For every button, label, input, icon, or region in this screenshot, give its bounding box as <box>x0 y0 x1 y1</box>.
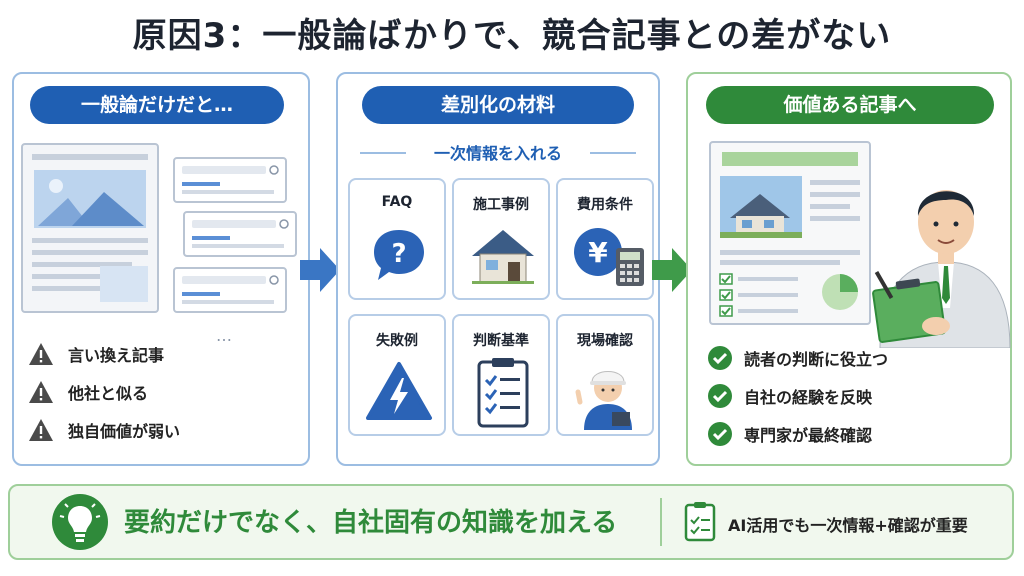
yen-calculator-icon: ¥ <box>574 228 644 286</box>
card-label: 現場確認 <box>577 333 633 349</box>
issue-label: 他社と似る <box>68 384 149 403</box>
material-card-cost: 費用条件 ¥ <box>556 178 654 300</box>
differentiation-subheading: 一次情報を入れる <box>433 144 562 163</box>
card-label: FAQ <box>381 194 413 210</box>
generic-articles-illustration <box>21 143 297 313</box>
warning-icon <box>29 343 53 365</box>
valuable-heading: 価値ある記事へ <box>706 86 994 124</box>
worker-helmet-icon <box>575 371 632 430</box>
issue-label: 独自価値が弱い <box>68 422 181 441</box>
banner-divider <box>660 498 662 546</box>
issue-label: 言い換え記事 <box>68 346 165 365</box>
benefit-item: 自社の経験を反映 <box>708 384 872 408</box>
check-circle-icon <box>708 384 732 408</box>
svg-text:?: ? <box>391 239 406 269</box>
material-card-failure: 失敗例 <box>348 314 446 436</box>
card-label: 施工事例 <box>473 197 529 213</box>
material-card-case-study: 施工事例 <box>452 178 550 300</box>
warning-icon <box>29 419 53 441</box>
house-icon <box>472 230 534 284</box>
more-ellipsis: … <box>216 326 234 345</box>
svg-text:¥: ¥ <box>588 236 608 269</box>
benefit-label: 専門家が最終確認 <box>744 426 873 445</box>
page-title: 原因3：一般論ばかりで、競合記事との差がない <box>132 16 892 56</box>
divider <box>360 152 406 154</box>
issue-item: 独自価値が弱い <box>28 418 180 442</box>
generic-heading: 一般論だけだと… <box>30 86 284 124</box>
takeaway-main: 要約だけでなく、自社固有の知識を加える <box>124 508 618 538</box>
arrow-right-icon <box>300 248 340 292</box>
divider <box>590 152 636 154</box>
card-label: 失敗例 <box>376 333 418 349</box>
arrow-right-icon <box>652 248 692 292</box>
quality-article-illustration <box>709 141 871 325</box>
card-label: 判断基準 <box>473 333 529 349</box>
benefit-item: 読者の判断に役立つ <box>708 346 888 370</box>
lightbulb-icon <box>52 494 108 550</box>
benefit-label: 自社の経験を反映 <box>744 388 873 407</box>
expert-illustration <box>872 190 1011 348</box>
takeaway-banner <box>8 484 1014 560</box>
issue-item: 言い換え記事 <box>28 342 164 366</box>
differentiation-heading: 差別化の材料 <box>362 86 634 124</box>
check-circle-icon <box>708 346 732 370</box>
takeaway-side: AI活用でも一次情報+確認が重要 <box>728 516 968 535</box>
material-card-faq: FAQ ? <box>348 178 446 300</box>
check-circle-icon <box>708 422 732 446</box>
benefit-item: 専門家が最終確認 <box>708 422 872 446</box>
material-card-site-check: 現場確認 <box>556 314 654 436</box>
question-bubble-icon: ? <box>374 230 424 280</box>
card-label: 費用条件 <box>577 197 633 213</box>
warning-icon <box>29 381 53 403</box>
checklist-clipboard-icon <box>477 358 529 428</box>
material-card-criteria: 判断基準 <box>452 314 550 436</box>
warning-lightning-icon <box>366 362 432 420</box>
issue-item: 他社と似る <box>28 380 148 404</box>
checklist-icon <box>684 502 716 542</box>
benefit-label: 読者の判断に役立つ <box>744 350 889 369</box>
